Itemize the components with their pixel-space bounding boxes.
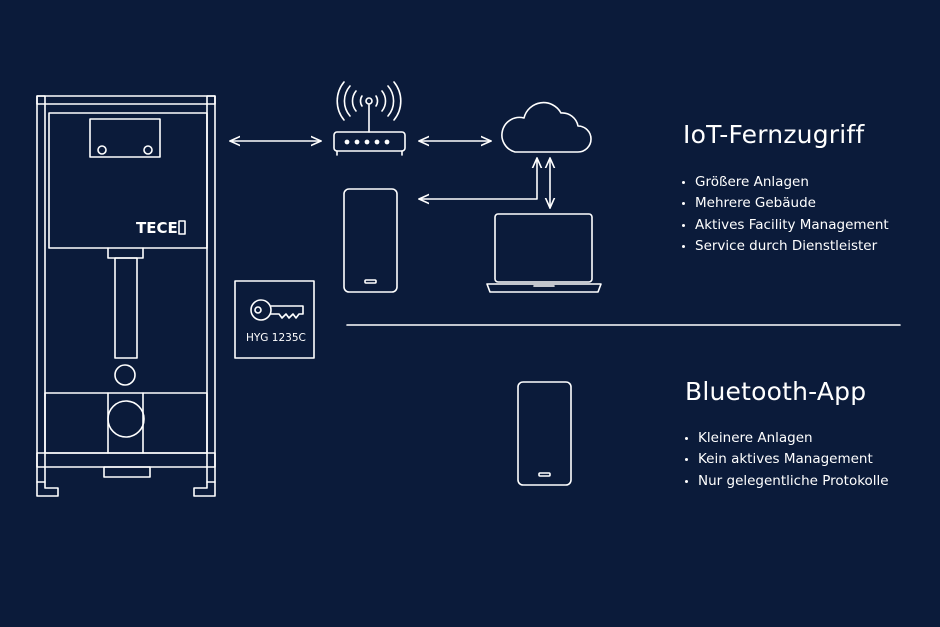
connection-arrows [229,141,550,209]
smartphone-icon [343,188,398,293]
list-item: Nur gelegentliche Protokolle [685,471,889,492]
smartphone-bluetooth-icon [517,381,572,486]
iot-feature-list: Größere Anlagen Mehrere Gebäude Aktives … [682,172,889,257]
cloud-icon [501,101,592,153]
list-item: Größere Anlagen [682,172,889,193]
bluetooth-feature-list: Kleinere Anlagen Kein aktives Management… [685,428,889,492]
brand-logo: TECE [136,219,178,237]
key-card-icon: HYG 1235C [234,280,315,359]
arrow-phone-cloud [418,157,537,199]
list-item: Kleinere Anlagen [685,428,889,449]
list-item: Mehrere Gebäude [682,193,889,214]
iot-title: IoT-Fernzugriff [683,120,865,149]
list-item: Service durch Dienstleister [682,236,889,257]
router-icon [333,81,406,156]
list-item: Aktives Facility Management [682,215,889,236]
list-item: Kein aktives Management [685,449,889,470]
toilet-frame-icon: TECE [36,95,216,497]
bluetooth-title: Bluetooth-App [685,377,867,406]
laptop-icon [486,213,602,293]
key-label: HYG 1235C [246,332,306,344]
